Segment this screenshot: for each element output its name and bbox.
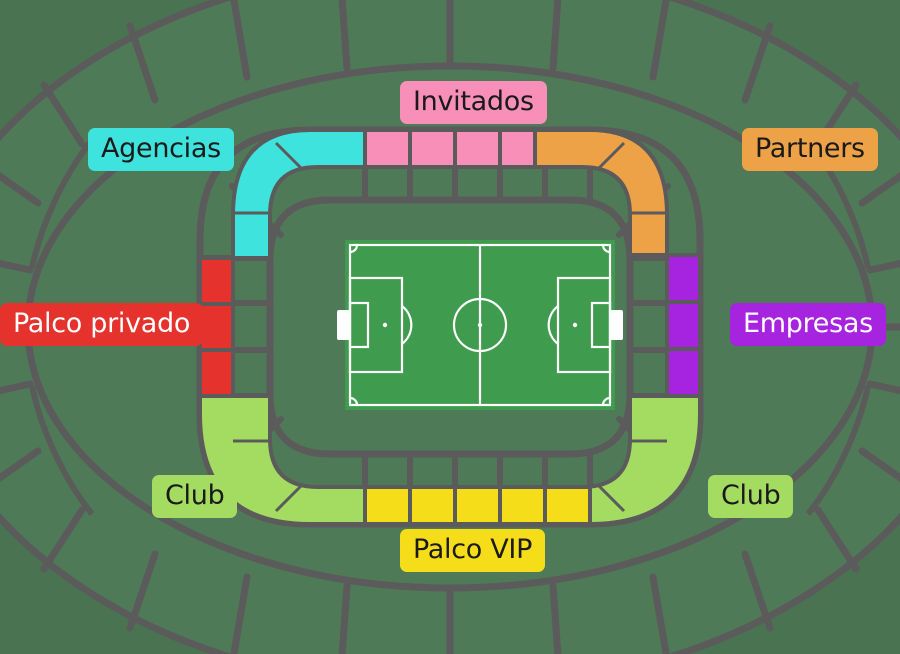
zone-label-agencias[interactable]: Agencias <box>88 128 234 171</box>
pitch-corner-arc-bl <box>349 396 359 406</box>
pitch-corner-arc-br <box>601 396 611 406</box>
zone-label-empresas[interactable]: Empresas <box>730 303 886 346</box>
zone-label-club-left[interactable]: Club <box>152 475 238 518</box>
zone-label-club-left-text: Club <box>165 480 225 511</box>
zone-label-partners[interactable]: Partners <box>742 128 878 171</box>
zone-label-club-right-text: Club <box>721 480 781 511</box>
zone-label-partners-text: Partners <box>755 133 865 164</box>
pitch-corner-arc-tr <box>601 244 611 254</box>
zone-segment-agencias[interactable] <box>231 128 367 260</box>
pitch-penalty-spot-right <box>572 322 578 328</box>
zone-label-club-right[interactable]: Club <box>708 475 794 518</box>
zone-segment-palco-privado[interactable] <box>198 256 235 398</box>
pitch-penalty-arc-right <box>547 305 559 345</box>
zone-segment-palco-vip[interactable] <box>363 485 592 526</box>
zone-label-palco-vip[interactable]: Palco VIP <box>400 529 546 572</box>
zone-label-empresas-text: Empresas <box>743 308 873 339</box>
zone-label-agencias-text: Agencias <box>101 133 221 164</box>
football-pitch <box>337 240 623 410</box>
pitch-penalty-arc-left <box>401 305 413 345</box>
pitch-penalty-spot-left <box>382 322 388 328</box>
zone-segment-empresas[interactable] <box>665 253 702 398</box>
zone-label-palco-vip-text: Palco VIP <box>413 534 533 565</box>
zone-segment-club-left[interactable] <box>198 394 367 526</box>
pitch-centre-spot <box>477 322 483 328</box>
pitch-centre-circle <box>452 297 508 353</box>
pitch-goal-left <box>337 310 350 340</box>
zone-label-invitados-text: Invitados <box>413 86 534 117</box>
zone-label-palco-privado[interactable]: Palco privado <box>0 303 204 346</box>
zone-label-invitados[interactable]: Invitados <box>400 81 547 124</box>
zone-label-palco-privado-text: Palco privado <box>13 308 191 339</box>
pitch-goal-right <box>610 310 623 340</box>
pitch-corner-arc-tl <box>349 244 359 254</box>
zone-segment-partners[interactable] <box>533 128 669 257</box>
